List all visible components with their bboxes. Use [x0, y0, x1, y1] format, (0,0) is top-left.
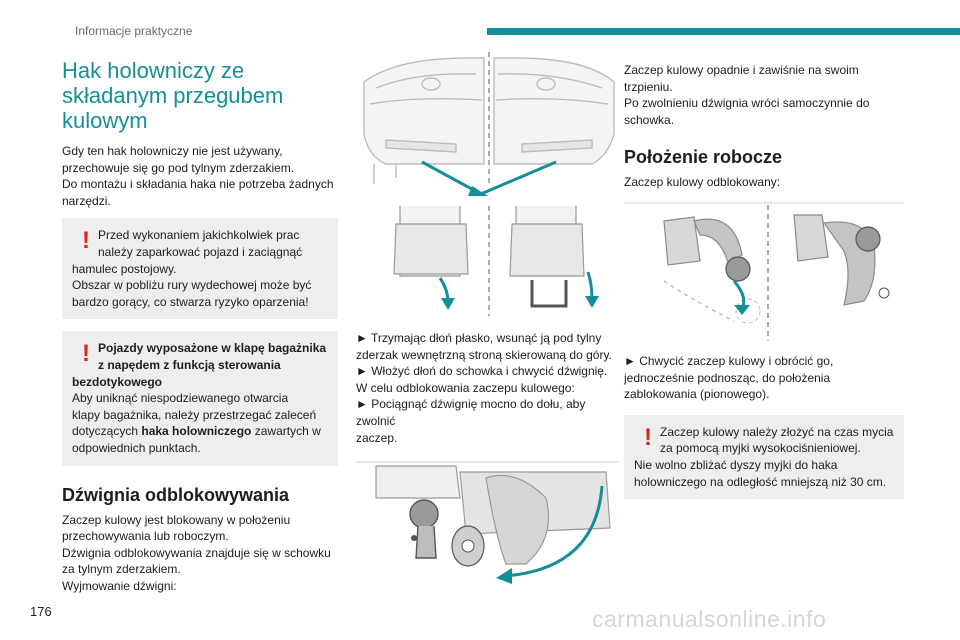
warning-line: odpowiednich punktach. [72, 440, 201, 455]
section-title-working-position: Położenie robocze [624, 147, 783, 168]
body-line: trzpieniu. [624, 79, 673, 94]
working-position-steps: ► Chwycić zaczep kulowy i obrócić go, je… [624, 353, 904, 403]
body-line: Zaczep kulowy opadnie i zawiśnie na swoi… [624, 63, 859, 77]
warning-box-tailgate: ! Pojazdy wyposażone w klapę bagażnika z… [62, 331, 338, 466]
intro-line: Do montażu i składania haka nie potrzeba… [62, 177, 334, 192]
body-line: Po zwolnieniu dźwignia wróci samoczynnie… [624, 96, 870, 111]
step-line: ► Pociągnąć dźwignię mocno do dołu, aby … [356, 397, 586, 428]
warning-line: holowniczego na odległość mniejszą niż 3… [634, 474, 887, 489]
step-line: ► Chwycić zaczep kulowy i obrócić go, [624, 353, 834, 368]
warning-line: Zaczep kulowy należy złożyć na czas myci… [660, 424, 894, 439]
column-left: Hak holowniczy ze składanym przegubem ku… [62, 56, 338, 594]
warning-text: dotyczących [72, 424, 142, 439]
step-line: jednocześnie podnosząc, do położenia [624, 370, 831, 385]
warning-line: Pojazdy wyposażone w klapę bagażnika [98, 341, 327, 356]
illustration-working-position [624, 200, 904, 341]
page-title: Hak holowniczy ze składanym przegubem ku… [62, 58, 284, 133]
warning-line: Aby uniknąć niespodziewanego otwarcia [72, 391, 289, 406]
exclamation-icon: ! [644, 423, 652, 451]
warning-line: Przed wykonaniem jakichkolwiek prac [98, 228, 300, 243]
warning-line: Obszar w pobliżu rury wydechowej może by… [72, 278, 312, 293]
exclamation-icon: ! [82, 227, 90, 255]
illustration-lever-removal [356, 44, 618, 316]
header-accent-bar [487, 28, 960, 35]
body-line: Zaczep kulowy odblokowany: [624, 175, 781, 190]
section-title-release-lever: Dźwignia odblokowywania [62, 484, 290, 505]
warning-text: zawartych w [251, 424, 321, 439]
warning-line: klapy bagażnika, należy przestrzegać zal… [72, 407, 317, 422]
intro-line: Gdy ten hak holowniczy nie jest używany, [62, 144, 283, 158]
ball-drop-text: Zaczep kulowy opadnie i zawiśnie na swoi… [624, 62, 904, 128]
warning-line: dotyczących haka holowniczego zawartych … [72, 423, 328, 440]
warning-line: bezdotykowego [72, 374, 163, 389]
warning-box-parking: ! Przed wykonaniem jakichkolwiek prac na… [62, 218, 338, 320]
step-line: ► Włożyć dłoń do schowka i chwycić dźwig… [356, 364, 608, 379]
body-line: Wyjmowanie dźwigni: [62, 578, 177, 593]
release-lever-text: Zaczep kulowy jest blokowany w położeniu… [62, 512, 338, 595]
warning-emphasis: haka holowniczego [141, 424, 252, 439]
step-line: zablokowania (pionowego). [624, 387, 770, 402]
body-line: przechowywania lub roboczym. [62, 529, 229, 544]
body-line: Zaczep kulowy jest blokowany w położeniu [62, 512, 291, 527]
watermark: carmanualsonline.info [592, 606, 827, 632]
illustration-ball-drop [356, 458, 618, 599]
page-number: 176 [30, 604, 52, 619]
step-line: W celu odblokowania zaczepu kulowego: [356, 380, 575, 395]
step-line: zaczep. [356, 430, 398, 445]
exclamation-icon: ! [82, 340, 90, 368]
warning-line: Nie wolno zbliżać dyszy myjki do haka [634, 457, 838, 472]
warning-line: hamulec postojowy. [72, 261, 177, 276]
warning-line: za pomocą myjki wysokociśnieniowej. [660, 441, 861, 456]
body-line: schowka. [624, 112, 675, 127]
intro-line: przechowuje się go pod tylnym zderzakiem… [62, 160, 295, 175]
warning-box-washing: ! Zaczep kulowy należy złożyć na czas my… [624, 414, 904, 500]
body-line: Dźwignia odblokowywania znajduje się w s… [62, 545, 331, 560]
warning-line: należy zaparkować pojazd i zaciągnąć [98, 244, 303, 259]
body-line: za tylnym zderzakiem. [62, 562, 181, 577]
intro-text: Gdy ten hak holowniczy nie jest używany,… [62, 143, 338, 209]
release-steps: ► Trzymając dłoń płasko, wsunąć ją pod t… [356, 330, 618, 446]
column-right: Zaczep kulowy opadnie i zawiśnie na swoi… [624, 62, 904, 500]
intro-line: narzędzi. [62, 193, 111, 208]
step-line: zderzak wewnętrzną stroną skierowaną do … [356, 347, 612, 362]
warning-line: bardzo gorący, co stwarza ryzyko oparzen… [72, 294, 309, 309]
running-head: Informacje praktyczne [75, 24, 193, 38]
step-line: ► Trzymając dłoń płasko, wsunąć ją pod t… [356, 331, 602, 345]
column-middle: ► Trzymając dłoń płasko, wsunąć ją pod t… [356, 44, 618, 599]
warning-line: z napędem z funkcją sterowania [98, 357, 281, 372]
